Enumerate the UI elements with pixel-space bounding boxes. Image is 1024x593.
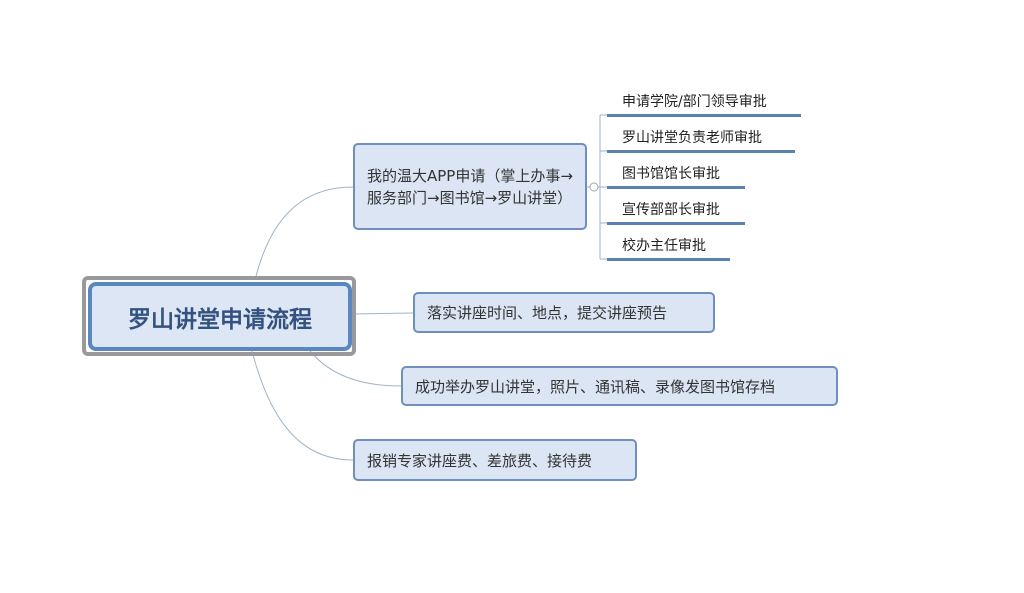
sub-node-underline <box>607 186 745 189</box>
sub-node-office-approval[interactable]: 校办主任审批 <box>622 238 706 254</box>
sub-node-library-approval[interactable]: 图书馆馆长审批 <box>622 166 720 182</box>
root-node-frame <box>82 276 356 356</box>
connector-branch-1 <box>254 186 354 281</box>
sub-node-dept-approval[interactable]: 申请学院/部门领导审批 <box>622 94 767 110</box>
sub-node-underline <box>607 150 795 153</box>
connector-branch-4 <box>251 350 354 461</box>
connector-branch-3 <box>309 350 402 387</box>
sub-node-teacher-approval[interactable]: 罗山讲堂负责老师审批 <box>622 130 762 146</box>
branch-node-app-apply[interactable]: 我的温大APP申请（掌上办事→服务部门→图书馆→罗山讲堂） <box>353 143 587 230</box>
collapse-toggle-icon[interactable] <box>589 182 599 192</box>
connector-branch-2 <box>351 312 414 315</box>
branch-node-reimburse[interactable]: 报销专家讲座费、差旅费、接待费 <box>353 439 637 481</box>
sub-node-publicity-approval[interactable]: 宣传部部长审批 <box>622 202 720 218</box>
sub-node-underline <box>607 114 801 117</box>
sub-node-underline <box>607 222 745 225</box>
branch-node-archive[interactable]: 成功举办罗山讲堂，照片、通讯稿、录像发图书馆存档 <box>401 366 838 406</box>
branch-node-schedule[interactable]: 落实讲座时间、地点，提交讲座预告 <box>413 292 715 333</box>
sub-node-underline <box>607 258 730 261</box>
root-node[interactable]: 罗山讲堂申请流程 <box>88 282 352 351</box>
